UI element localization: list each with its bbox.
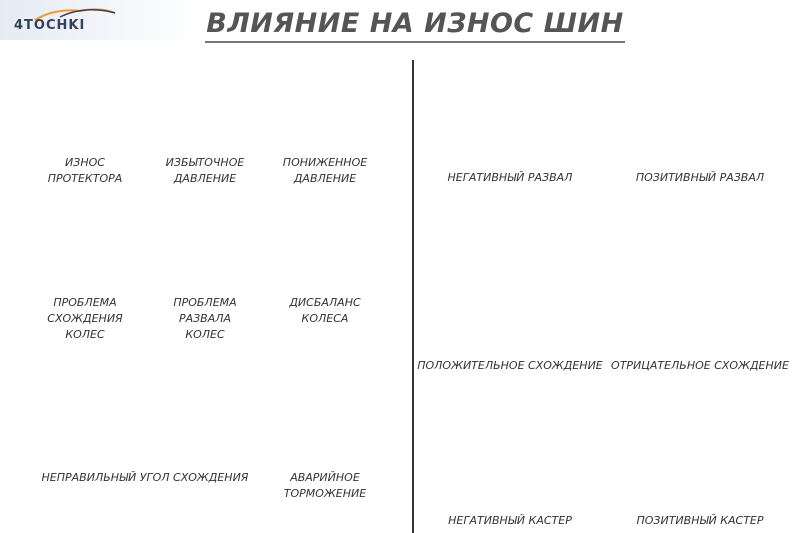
caption: Неправильный угол схождения <box>41 471 249 484</box>
caption: Позитивный развал <box>635 171 765 184</box>
caption: Избыточное давление <box>165 156 245 185</box>
caption: Отрицательное схождение <box>611 359 789 372</box>
caption: Проблема развала колес <box>173 296 237 341</box>
caption: Дисбаланс колеса <box>289 296 361 325</box>
caption: Аварийное торможение <box>283 471 367 500</box>
logo-text: 4TOCHKI <box>14 18 86 33</box>
caption: Негативный кастер <box>448 514 572 527</box>
caption: Позитивный кастер <box>636 514 764 527</box>
caption: Проблема схождения колес <box>47 296 123 341</box>
caption: Износ протектора <box>47 156 123 185</box>
divider <box>412 60 414 533</box>
car-swoosh-icon <box>34 8 116 21</box>
caption: Негативный развал <box>447 171 573 184</box>
page-title: ВЛИЯНИЕ НА ИЗНОС ШИН <box>205 8 625 43</box>
logo: 4TOCHKI <box>0 0 200 40</box>
caption: Пониженное давление <box>282 156 368 185</box>
caption: Положительное схождение <box>417 359 603 372</box>
